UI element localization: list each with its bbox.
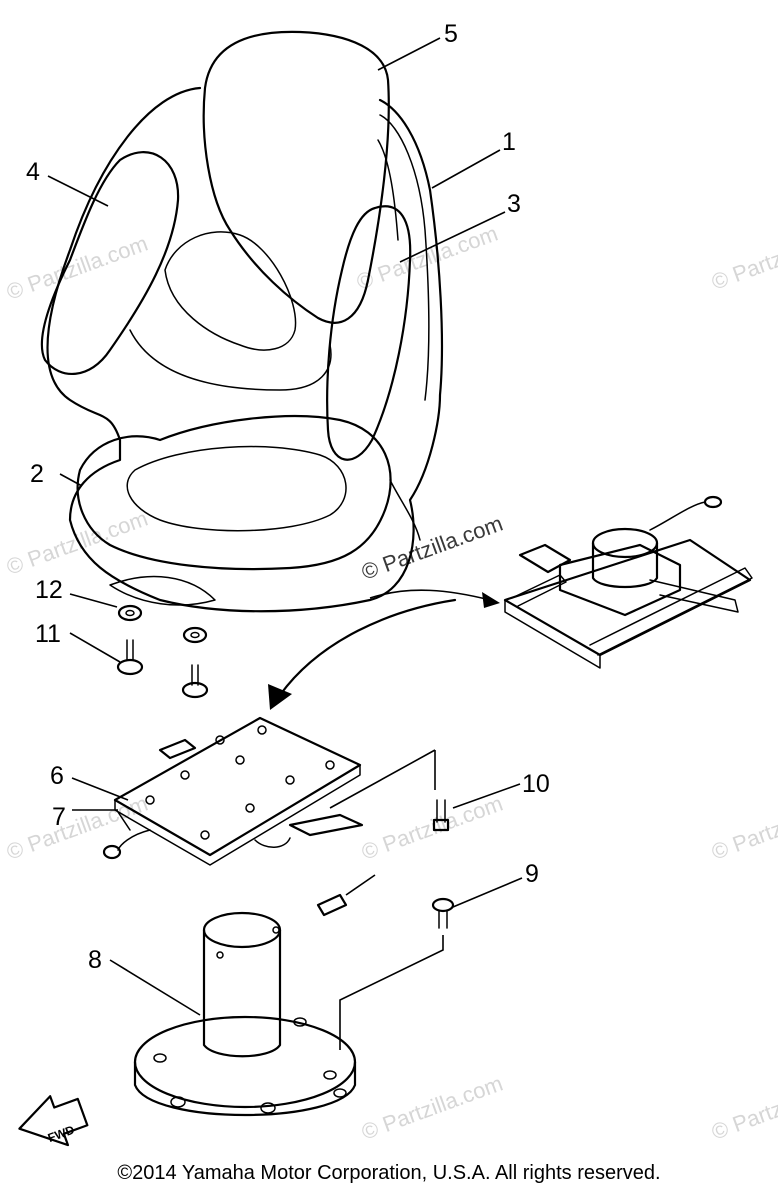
slide-rail-left (511, 574, 567, 607)
washer-12 (117, 604, 143, 622)
mounting-plate-assembly (102, 716, 364, 866)
slide-frame (503, 538, 752, 657)
pedestal-side-bolt-leader (345, 874, 376, 896)
callout-6: 6 (50, 762, 64, 790)
callout-9: 9 (525, 860, 539, 888)
pedestal-disc-holes (153, 1017, 347, 1114)
forward-arrow-icon: FWD (18, 1095, 89, 1147)
pedestal-tube-top (202, 911, 282, 949)
watermark-text: © Partzilla.com (708, 221, 778, 295)
seat-fasteners (116, 604, 209, 699)
lumbar-trim (129, 329, 332, 391)
copyright-notice: ©2014 Yamaha Motor Corporation, U.S.A. A… (117, 1162, 661, 1184)
transition-arrows (268, 589, 500, 710)
pedestal-base (133, 911, 357, 1116)
pedestal-disc-top (133, 1015, 357, 1109)
callout-8: 8 (88, 946, 102, 974)
left-bolster-pad (40, 151, 180, 375)
watermark-text: © Partzilla.com (708, 1071, 778, 1145)
seat-assembly (40, 30, 444, 613)
seat-base (109, 575, 216, 606)
plate-bolt-10 (329, 749, 450, 832)
seat-side-lower (389, 479, 421, 541)
pedestal-tube-hole-right (272, 926, 280, 934)
plate-cable-end (102, 844, 122, 860)
washer-b-hole (190, 631, 200, 639)
backrest-pad (202, 30, 390, 324)
arrow-to-swivel (369, 589, 491, 601)
seat-shell (46, 86, 444, 613)
callout-5: 5 (444, 20, 458, 48)
pedestal-tube-hole (216, 951, 224, 959)
leader-lines (47, 37, 523, 1016)
bolt-9-head (431, 897, 455, 913)
watermark-text: © Partzilla.com (708, 791, 778, 865)
seat-shell-rim-inner (377, 139, 399, 241)
watermark-text: © Partzilla.com (3, 506, 151, 580)
pedestal-tube-body (202, 928, 282, 1058)
plate-rail-left (117, 811, 131, 831)
slide-frame-lower (504, 599, 601, 669)
watermark-layer: © Partzilla.com © Partzilla.com © Partzi… (3, 221, 778, 1145)
plate-swivel-under (254, 837, 291, 848)
swivel-lever (649, 579, 739, 613)
callout-11: 11 (35, 620, 61, 648)
bolt-11-head (116, 658, 144, 676)
bolt-9-leader (339, 935, 444, 1050)
plate-cable (117, 829, 151, 851)
arrow-to-plate (278, 598, 457, 697)
callout-4: 4 (26, 158, 40, 186)
bolt-b-head (181, 681, 209, 699)
pedestal-bolts (316, 874, 455, 1050)
bolt-b-shank (191, 664, 199, 686)
bolt-11-shank (126, 639, 134, 661)
swivel-slide-assembly (503, 495, 753, 669)
callout-1: 1 (502, 128, 516, 156)
callout-2: 2 (30, 460, 44, 488)
callout-12: 12 (35, 576, 63, 604)
swivel-collar-top (591, 527, 659, 559)
seat-cushion-insert (126, 445, 347, 532)
seat-cushion (76, 414, 392, 571)
callout-labels: 1 2 3 4 5 6 7 8 9 10 11 12 (26, 20, 550, 974)
right-bolster-pad (326, 205, 412, 461)
mounting-plate (113, 716, 362, 857)
swivel-handle (518, 543, 572, 574)
watermark-text: © Partzilla.com (358, 791, 506, 865)
lumbar-pad (164, 231, 297, 351)
pedestal-side-bolt (316, 893, 348, 917)
slide-rail-right (589, 567, 753, 656)
plate-latch (158, 738, 197, 760)
bolt-10-link (329, 749, 436, 809)
washer-b (182, 626, 208, 644)
washer-12-hole (125, 609, 135, 617)
callout-7: 7 (52, 803, 66, 831)
callout-3: 3 (507, 190, 521, 218)
pedestal-disc-side (133, 1060, 357, 1116)
watermark-text: © Partzilla.com (358, 1071, 506, 1145)
arrow-head-right (482, 592, 500, 608)
callout-10: 10 (522, 770, 550, 798)
plate-lever (288, 813, 364, 837)
swivel-block (558, 543, 682, 617)
swivel-cable (649, 501, 706, 531)
swivel-collar-body (591, 541, 659, 588)
cable-end-fitting (703, 495, 723, 509)
arrow-head-down (268, 684, 292, 710)
mounting-holes (145, 725, 335, 840)
seat-shell-rim (379, 114, 430, 401)
mounting-plate-edge (114, 764, 361, 866)
